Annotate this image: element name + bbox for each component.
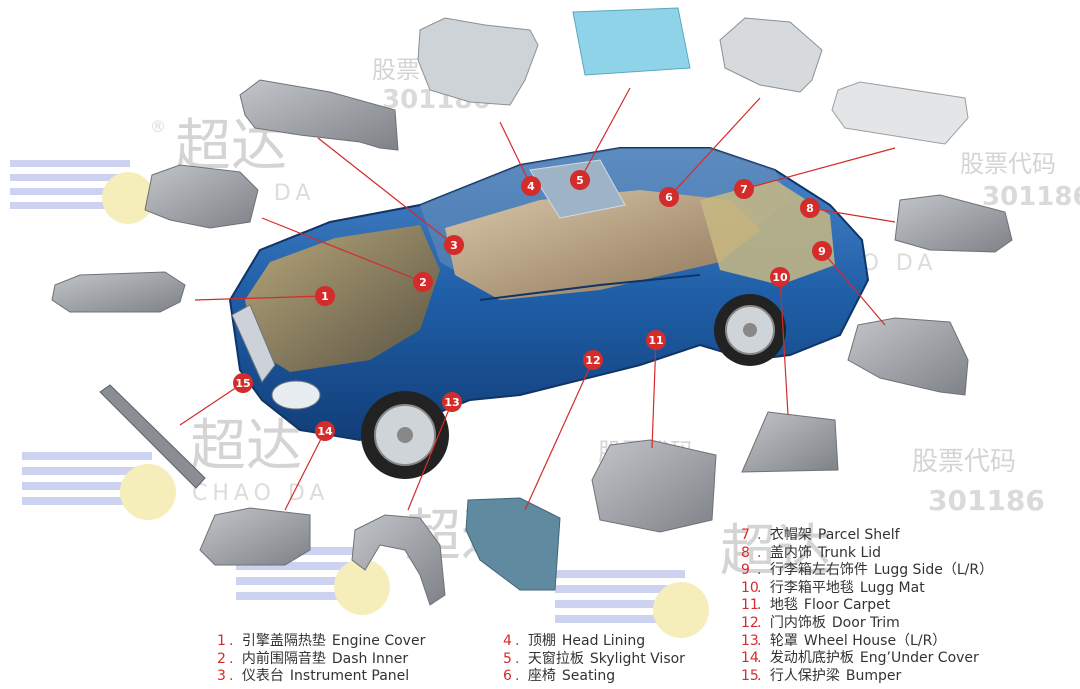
svg-text:8: 8	[806, 202, 814, 215]
svg-text:7: 7	[740, 183, 748, 196]
watermark-brand-en: CHAO DA	[192, 481, 329, 506]
registered-mark: ®	[150, 117, 166, 136]
watermark-brand-cn: 超达	[190, 414, 302, 479]
watermark-stock-label: 股票代码	[912, 447, 1016, 477]
svg-text:14: 14	[317, 425, 333, 438]
badge-4: 4	[521, 176, 541, 196]
part-engine-cover	[51, 271, 186, 313]
part-lugg-side	[847, 317, 969, 396]
svg-text:13: 13	[444, 396, 459, 409]
svg-text:1: 1	[321, 290, 329, 303]
badge-2: 2	[413, 272, 433, 292]
badge-13: 13	[442, 392, 462, 412]
brand-logo-watermark	[22, 440, 176, 544]
svg-text:9: 9	[818, 245, 826, 258]
brand-logo-watermark	[10, 150, 154, 246]
svg-text:3: 3	[450, 239, 458, 252]
part-lugg-mat	[741, 411, 839, 473]
badge-12: 12	[583, 350, 603, 370]
part-trunk-lid	[894, 194, 1013, 253]
svg-text:5: 5	[576, 174, 584, 187]
part-floor-carpet	[591, 439, 717, 533]
part-head-lining	[417, 17, 539, 106]
badge-11: 11	[646, 330, 666, 350]
watermark-stock-label: 股票代码	[960, 150, 1056, 178]
watermark-stock-code: 301186	[982, 182, 1080, 212]
svg-text:15: 15	[235, 377, 250, 390]
watermark-brand-cn: 超达	[720, 519, 832, 584]
part-instrument-panel	[239, 79, 399, 151]
svg-text:6: 6	[665, 191, 673, 204]
number-badges: 1 2 3 4 5 6 7 8 9 10 11 12 13 14 15	[233, 170, 832, 441]
part-seating	[719, 17, 823, 93]
brand-logo-watermark	[555, 558, 709, 662]
car-cutaway	[228, 147, 870, 479]
badge-6: 6	[659, 187, 679, 207]
svg-text:10: 10	[772, 271, 788, 284]
badge-15: 15	[233, 373, 253, 393]
badge-1: 1	[315, 286, 335, 306]
badge-7: 7	[734, 179, 754, 199]
badge-9: 9	[812, 241, 832, 261]
part-parcel-shelf	[831, 81, 969, 145]
badge-10: 10	[770, 267, 790, 287]
exploded-parts	[51, 7, 1013, 606]
part-eng-under-cover	[199, 507, 311, 566]
part-dash-inner	[144, 164, 259, 229]
part-bumper-beam	[99, 384, 206, 489]
watermark-stock-code: 301186	[928, 484, 1045, 517]
leader-lines	[179, 87, 896, 511]
part-wheel-house	[351, 514, 446, 606]
svg-text:11: 11	[648, 334, 663, 347]
badge-3: 3	[444, 235, 464, 255]
badge-14: 14	[315, 421, 335, 441]
badge-8: 8	[800, 198, 820, 218]
part-door-trim	[465, 497, 561, 591]
part-skylight-visor	[572, 7, 691, 76]
badge-5: 5	[570, 170, 590, 190]
svg-text:4: 4	[527, 180, 535, 193]
svg-text:2: 2	[419, 276, 427, 289]
svg-text:12: 12	[585, 354, 600, 367]
